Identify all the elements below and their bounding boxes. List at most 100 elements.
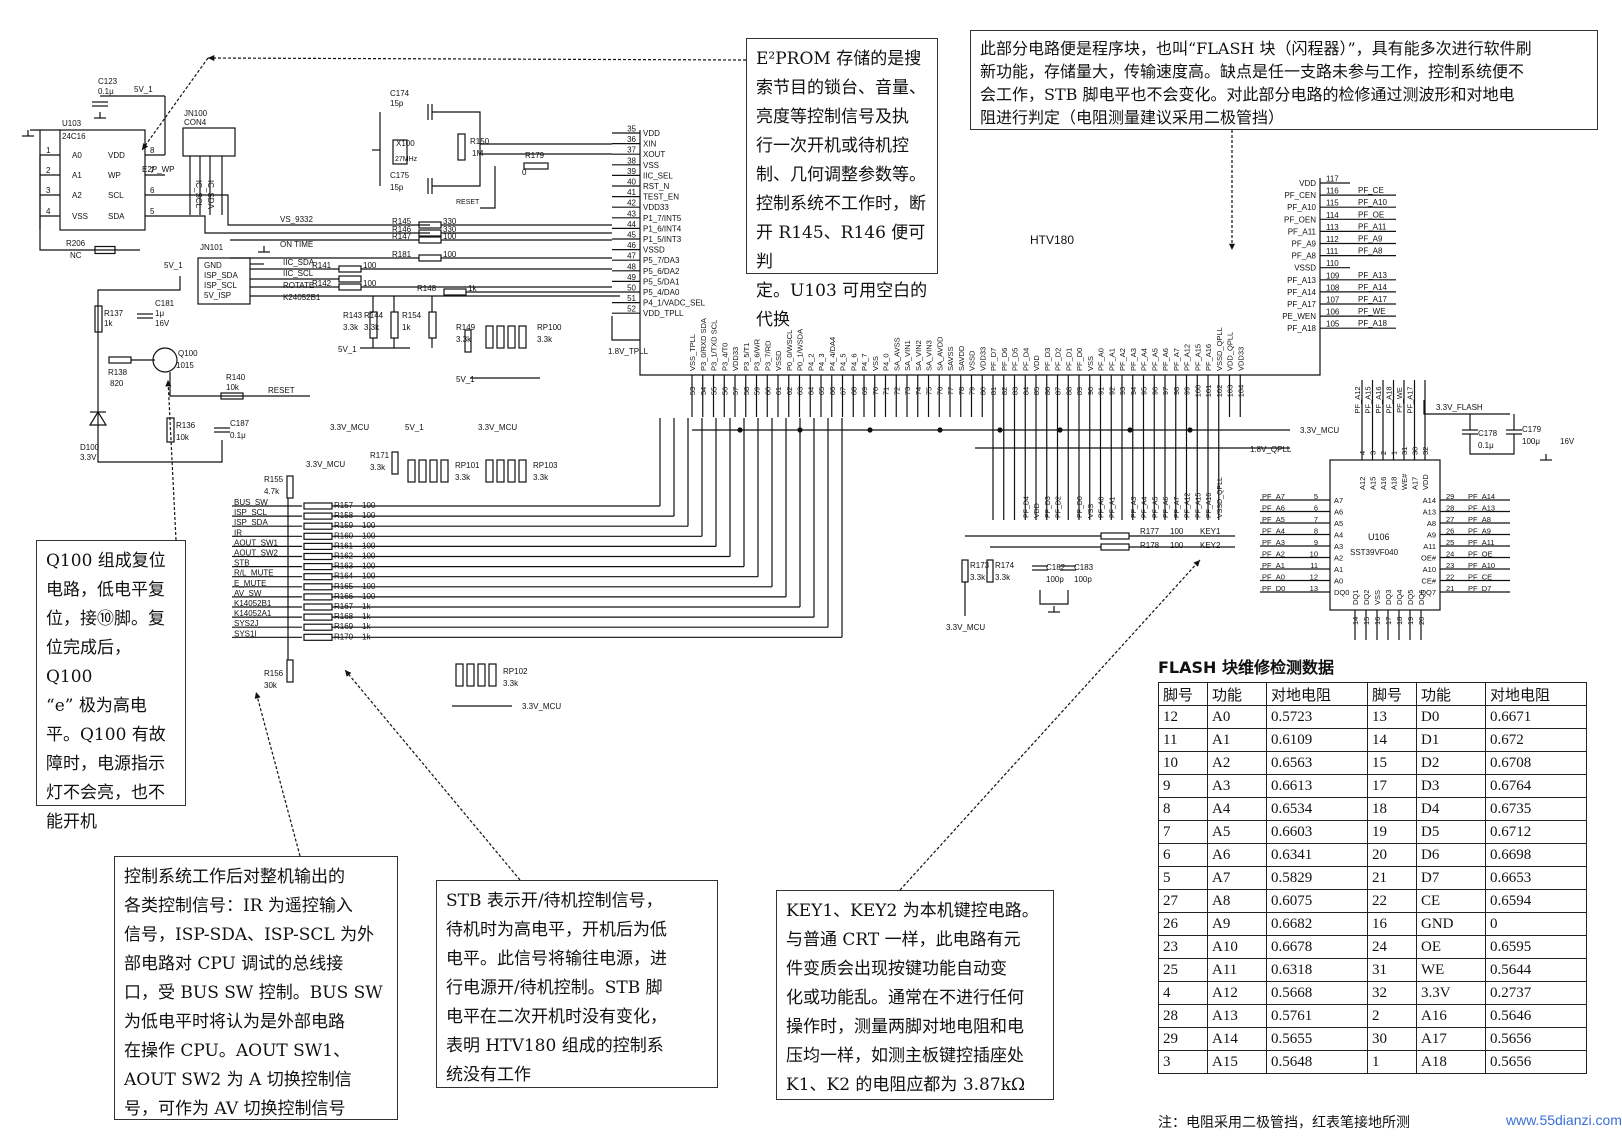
table-header-cell: 对地电阻 xyxy=(1485,682,1587,706)
annotation-arrowhead xyxy=(345,670,352,677)
wire xyxy=(480,166,496,209)
table-header-cell: 功能 xyxy=(1416,682,1486,706)
pin-name: A2 xyxy=(1334,554,1343,563)
table-cell: 0.6682 xyxy=(1266,912,1368,936)
resistor xyxy=(303,542,333,551)
pin-number: 98 xyxy=(1172,387,1181,395)
net-label: PF_A17 xyxy=(1358,295,1387,304)
net-label: PF_A15 xyxy=(1364,386,1373,413)
table-cell: 6 xyxy=(1158,843,1208,867)
component-value: 100p xyxy=(1074,575,1092,584)
note-line: 控制系统不工作时，断 xyxy=(756,194,926,214)
component-ref: U106 xyxy=(1368,532,1390,542)
component-ref: R147 xyxy=(392,232,412,241)
table-cell: 0.5668 xyxy=(1266,981,1368,1005)
rp100-element xyxy=(518,325,527,349)
r177-resistor xyxy=(1100,532,1130,540)
table-cell: 0.6534 xyxy=(1266,797,1368,821)
pin-name: VSS xyxy=(72,212,88,221)
component-value: 3.3k xyxy=(970,573,986,582)
q100-transistor xyxy=(152,347,178,373)
pin-number: 56 xyxy=(720,387,729,395)
table-cell: 25 xyxy=(1158,958,1208,982)
net-label: PF_A8 xyxy=(1358,247,1383,256)
resistor xyxy=(303,623,333,631)
component-value: 100 xyxy=(1170,541,1184,550)
pin-name: VSS xyxy=(871,356,880,371)
table-cell: 23 xyxy=(1158,935,1208,959)
pin-name: P3_7/RD xyxy=(763,340,772,371)
net-label: SYS1I xyxy=(234,629,257,638)
pin-name: P4_1/VADC_SEL xyxy=(643,299,706,308)
resistor xyxy=(303,603,333,611)
pin-name: WP xyxy=(108,171,121,180)
pin-number: 57 xyxy=(731,387,740,395)
table-cell: A9 xyxy=(1207,912,1267,936)
pin-number: 82 xyxy=(1000,387,1009,395)
pin-name: PF_A0 xyxy=(1097,348,1106,371)
note-line: 在操作 CPU。AOUT SW1、 xyxy=(124,1041,351,1061)
pin-number: 78 xyxy=(957,387,966,395)
component-ref: R148 xyxy=(417,284,437,293)
r179-resistor xyxy=(523,162,549,170)
pin-name: A0 xyxy=(1334,577,1343,586)
pin-number: 14 xyxy=(1351,617,1360,625)
table-cell: D7 xyxy=(1416,866,1486,890)
rp103-element xyxy=(518,459,527,483)
pin-number: 31 xyxy=(1400,447,1409,455)
pin-name: ISP_SCL xyxy=(204,281,237,290)
note-line: 行电源开/待机控制。STB 脚 xyxy=(446,978,663,998)
net-label: PF_A16 xyxy=(1374,386,1383,413)
resistor xyxy=(390,311,399,339)
annotation-pointer xyxy=(141,57,209,151)
component-value: 15p xyxy=(390,99,404,108)
component-ref: C175 xyxy=(390,171,410,180)
table-cell: A15 xyxy=(1207,1050,1267,1074)
rail-label: 5V_1 xyxy=(338,345,357,354)
table-cell: 16 xyxy=(1367,912,1417,936)
rail-label: 5V_1 xyxy=(405,423,424,432)
note-flash: 此部分电路便是程序块，也叫“FLASH 块（闪程器）”，具有能多次进行软件刷新功… xyxy=(970,30,1598,130)
pin-name: DQ1 xyxy=(1351,590,1360,605)
table-cell: 26 xyxy=(1158,912,1208,936)
net-label: PF_A9 xyxy=(1358,235,1383,244)
net-label: ISP_SCL xyxy=(234,508,267,517)
rp100-element xyxy=(496,325,505,349)
pin-number: 109 xyxy=(1326,271,1340,280)
pin-number: 26 xyxy=(1446,527,1454,536)
component-value: 3.3k xyxy=(995,573,1011,582)
pin-number: 114 xyxy=(1326,211,1339,220)
pin-number: 54 xyxy=(699,387,708,395)
pin-name: PF_A1 xyxy=(1107,348,1116,371)
table-cell: 7 xyxy=(1158,820,1208,844)
table-cell: 0.5656 xyxy=(1485,1050,1587,1074)
note-line: 定。U103 可用空白的 xyxy=(756,281,928,301)
component-ref: Q100 xyxy=(178,349,198,358)
pin-name: P0_1/WSDA xyxy=(796,329,805,371)
pin-name: P4_6 xyxy=(849,353,858,371)
table-cell: 2 xyxy=(1367,1004,1417,1028)
pin-name: DQ0 xyxy=(1334,588,1349,597)
net-label: ISP_SDA xyxy=(234,518,268,527)
pin-name: PF_A15 xyxy=(1193,344,1202,371)
net-label: PF_A4 xyxy=(1142,496,1149,518)
table-cell: 0.6708 xyxy=(1485,751,1587,775)
pin-name: VSS xyxy=(1373,590,1382,605)
note-line: 障时，电源指示 xyxy=(46,754,165,774)
component-ref: R142 xyxy=(312,279,332,288)
table-cell: D0 xyxy=(1416,705,1486,729)
pin-name: PF_A6 xyxy=(1161,348,1170,371)
note-stb: STB 表示开/待机控制信号，待机时为高电平，开机后为低电平。此信号将输往电源，… xyxy=(436,880,718,1088)
pin-name: P3_6/WR xyxy=(753,338,762,371)
net-label: PF_A14 xyxy=(1358,283,1387,292)
table-cell: CE xyxy=(1416,889,1486,913)
table-cell: 21 xyxy=(1367,866,1417,890)
note-line: 灯不会亮，也不 xyxy=(46,783,165,803)
annotation-pointer xyxy=(344,669,521,881)
pin-name: VDD33 xyxy=(643,203,669,212)
note-eeprom: E²PROM 存储的是搜索节目的锁台、音量、亮度等控制信号及执行一次开机或待机控… xyxy=(746,38,938,330)
net-label: PF_A1 xyxy=(1109,496,1116,518)
table-cell: 32 xyxy=(1367,981,1417,1005)
net-label: BUS_SW xyxy=(234,498,268,507)
